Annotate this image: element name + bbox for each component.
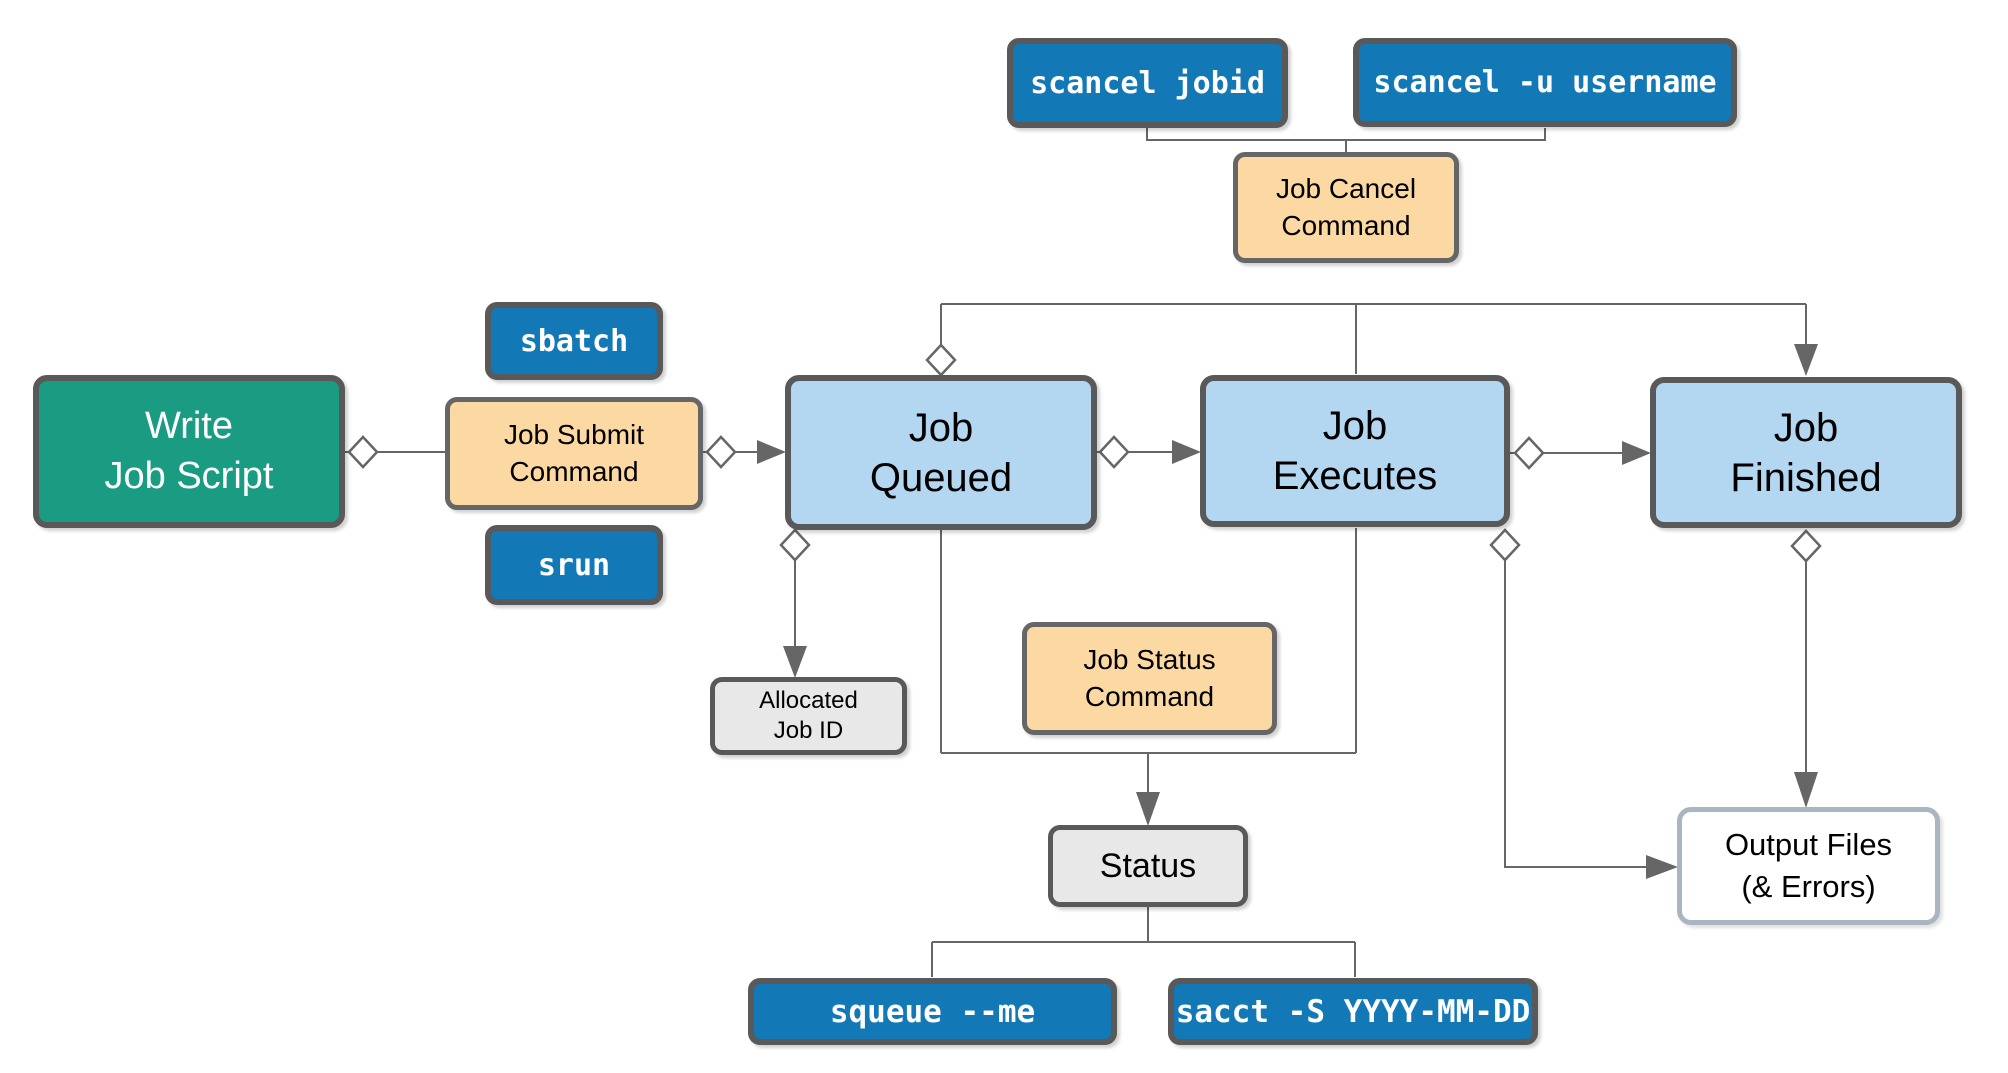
node-sacct: sacct -S YYYY-MM-DD xyxy=(1168,978,1538,1045)
node-label: Status xyxy=(1099,846,1197,885)
connector-queued-to-executes xyxy=(1097,435,1201,469)
arrowhead-icon xyxy=(1794,344,1818,376)
connector-cancel-rail xyxy=(925,303,1818,377)
connector-submit-to-queued xyxy=(703,435,786,469)
connector-status-rail xyxy=(931,528,1357,977)
node-label: Job Submit Command xyxy=(503,419,645,487)
node-label: Write Job Script xyxy=(104,405,274,497)
node-allocated-job-id: Allocated Job ID xyxy=(710,677,907,755)
connector-finished-to-output xyxy=(1790,529,1822,808)
node-label: sbatch xyxy=(519,323,629,359)
node-job-executes: Job Executes xyxy=(1200,375,1510,527)
node-label: Allocated Job ID xyxy=(759,687,858,744)
node-label: srun xyxy=(537,547,611,583)
node-job-submit-command: Job Submit Command xyxy=(445,397,703,510)
diamond-icon xyxy=(705,435,737,469)
node-job-status-command: Job Status Command xyxy=(1022,622,1277,735)
diamond-icon xyxy=(779,528,811,562)
node-sbatch: sbatch xyxy=(485,302,663,380)
diamond-icon xyxy=(1513,436,1545,470)
node-label: scancel -u username xyxy=(1373,65,1717,100)
node-job-queued: Job Queued xyxy=(785,375,1097,530)
diamond-icon xyxy=(1489,528,1521,562)
diamond-icon xyxy=(347,435,379,469)
node-label: Job Queued xyxy=(869,405,1013,500)
arrowhead-icon xyxy=(1172,440,1201,464)
node-job-cancel-command: Job Cancel Command xyxy=(1233,152,1459,263)
connector-executes-to-finished xyxy=(1510,436,1651,470)
connector-executes-to-output xyxy=(1489,528,1678,879)
node-label: sacct -S YYYY-MM-DD xyxy=(1175,993,1531,1030)
diamond-icon xyxy=(1098,435,1130,469)
node-label: scancel jobid xyxy=(1030,65,1265,101)
node-status: Status xyxy=(1048,825,1248,907)
connector-write-to-submit xyxy=(345,435,445,469)
diamond-icon xyxy=(925,343,957,377)
connector-queued-to-jobid xyxy=(779,528,811,678)
node-scancel-u-username: scancel -u username xyxy=(1353,38,1737,127)
node-label: Output Files (& Errors) xyxy=(1724,827,1893,904)
node-label: Job Finished xyxy=(1730,405,1882,500)
arrowhead-icon xyxy=(783,646,807,678)
node-label: squeue --me xyxy=(829,993,1036,1030)
arrowhead-icon xyxy=(1622,441,1651,465)
arrowhead-icon xyxy=(1794,772,1818,808)
node-label: Job Cancel Command xyxy=(1275,173,1417,241)
node-job-finished: Job Finished xyxy=(1650,377,1962,528)
arrowhead-icon xyxy=(1646,855,1678,879)
arrowhead-icon xyxy=(1136,792,1160,826)
connector-scancel-to-cancel-command xyxy=(1146,128,1546,153)
arrowhead-icon xyxy=(757,440,786,464)
node-srun: srun xyxy=(485,525,663,605)
node-output-files: Output Files (& Errors) xyxy=(1677,807,1940,925)
node-scancel-jobid: scancel jobid xyxy=(1007,38,1288,128)
node-label: Job Executes xyxy=(1272,404,1438,498)
node-label: Job Status Command xyxy=(1083,644,1216,712)
node-squeue-me: squeue --me xyxy=(748,978,1117,1045)
diamond-icon xyxy=(1790,529,1822,563)
node-write-job-script: Write Job Script xyxy=(33,375,345,528)
